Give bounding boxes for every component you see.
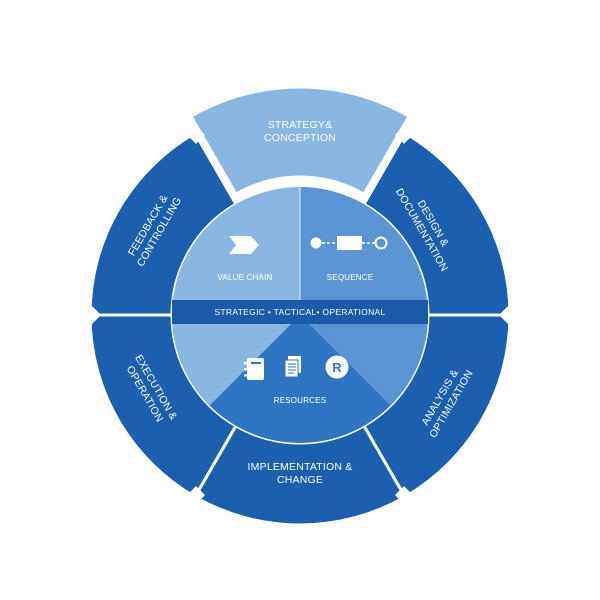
segment-strategy-conception[interactable] — [188, 85, 412, 197]
sequence-label: SEQUENCE — [327, 273, 374, 282]
connector-notch — [187, 125, 205, 144]
segment-connectors — [83, 125, 517, 505]
registered-badge-icon: R — [325, 355, 349, 379]
chevron-arrow-icon — [229, 236, 259, 254]
connector-notch — [395, 125, 413, 144]
svg-text:CONCEPTION: CONCEPTION — [264, 132, 336, 144]
strategic-tactical-operational-band — [172, 300, 428, 324]
process-sequence-icon — [310, 236, 388, 250]
svg-text:STRATEGY&: STRATEGY& — [268, 119, 333, 131]
value-chain-label: VALUE CHAIN — [218, 273, 273, 282]
segment-label-implementation: IMPLEMENTATION & CHANGE — [248, 461, 353, 486]
inner-wedge-left — [172, 315, 300, 406]
connector-notch — [499, 306, 517, 324]
document-icon — [284, 356, 301, 378]
connector-notch — [187, 486, 205, 505]
inner-wedge-right — [300, 315, 428, 406]
resources-label: RESOURCES — [274, 396, 326, 405]
connector-notch — [395, 486, 413, 505]
registered-badge-letter: R — [332, 360, 342, 375]
segment-label-strategy: STRATEGY& CONCEPTION — [264, 119, 336, 144]
outer-ring — [88, 85, 512, 527]
connector-notch — [83, 306, 101, 324]
inner-quadrant-sequence[interactable] — [300, 187, 428, 315]
inner-circle — [172, 186, 428, 443]
svg-text:IMPLEMENTATION &: IMPLEMENTATION & — [248, 461, 353, 473]
notebook-icon — [244, 358, 264, 380]
svg-text:CHANGE: CHANGE — [277, 474, 323, 486]
band-label: STRATEGIC • TACTICAL• OPERATIONAL — [214, 307, 385, 317]
